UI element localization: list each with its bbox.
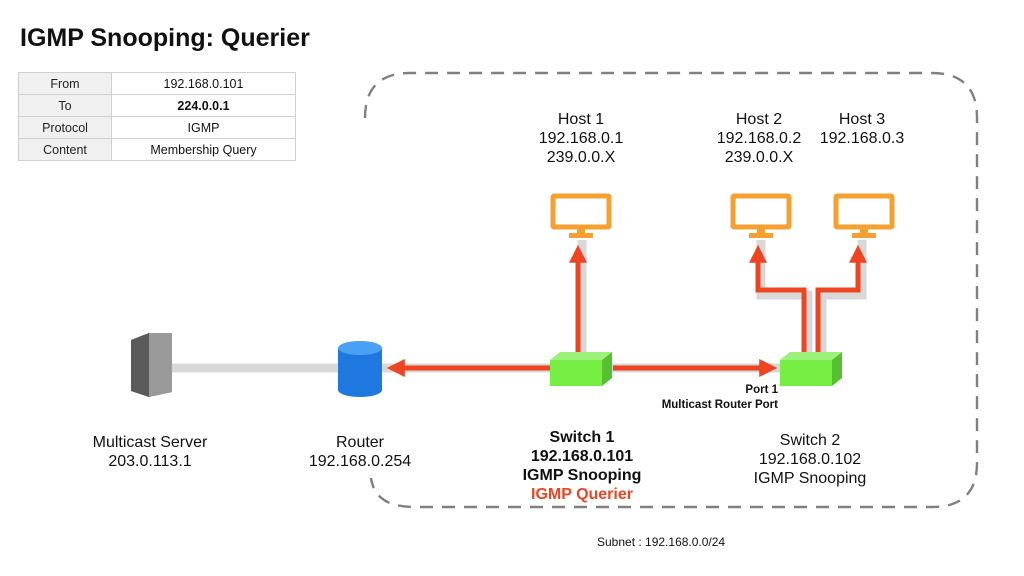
- subnet-label: Subnet : 192.168.0.0/24: [597, 535, 726, 549]
- query-arrow-to-host3: [815, 244, 867, 352]
- host2-monitor-icon: [730, 193, 792, 238]
- packet-info-table: From 192.168.0.101 To 224.0.0.1 Protocol…: [18, 72, 296, 161]
- host1-group: 239.0.0.X: [546, 149, 616, 166]
- switch1-role: IGMP Querier: [531, 486, 633, 503]
- multicast-server-ip: 203.0.113.1: [108, 453, 192, 470]
- table-row: From 192.168.0.101: [18, 72, 296, 95]
- switch1-ip: 192.168.0.101: [530, 448, 634, 465]
- table-row: Content Membership Query: [18, 138, 296, 161]
- switch2-host3-link: [817, 240, 867, 352]
- switch2-port-role: Multicast Router Port: [661, 399, 778, 411]
- page-title: IGMP Snooping: Querier: [20, 24, 310, 52]
- switch2-ip: 192.168.0.102: [758, 451, 862, 468]
- query-flow-arrows: [386, 244, 867, 377]
- multicast-server-label: Multicast Server 203.0.113.1: [70, 433, 230, 471]
- multicast-server-name: Multicast Server: [92, 434, 208, 451]
- packet-content-value: Membership Query: [111, 138, 296, 161]
- switch2-label: Switch 2 192.168.0.102 IGMP Snooping: [740, 431, 880, 488]
- router-icon: [338, 341, 382, 397]
- host2-ip: 192.168.0.2: [716, 130, 802, 147]
- packet-from-value: 192.168.0.101: [111, 72, 296, 95]
- switch2-feature: IGMP Snooping: [753, 470, 867, 487]
- host1-name: Host 1: [557, 111, 605, 128]
- host1-ip: 192.168.0.1: [538, 130, 624, 147]
- subnet-boundary: [363, 71, 979, 509]
- router-label: Router 192.168.0.254: [290, 433, 430, 471]
- router-name: Router: [335, 434, 385, 451]
- host3-monitor-icon: [833, 193, 895, 238]
- server-icon: [131, 333, 172, 397]
- host3-label: Host 3 192.168.0.3: [812, 110, 912, 148]
- table-row: Protocol IGMP: [18, 116, 296, 139]
- switch2-icon: [780, 352, 842, 386]
- packet-protocol-label: Protocol: [18, 116, 112, 139]
- switch2-port-number: Port 1: [745, 384, 778, 396]
- switch1-feature: IGMP Snooping: [522, 467, 642, 484]
- packet-protocol-value: IGMP: [111, 116, 296, 139]
- switch1-label: Switch 1 192.168.0.101 IGMP Snooping IGM…: [500, 428, 664, 504]
- switch1-name: Switch 1: [549, 429, 615, 446]
- host3-ip: 192.168.0.3: [819, 130, 905, 147]
- switch2-port-label: Port 1 Multicast Router Port: [600, 383, 778, 413]
- query-arrow-to-host2: [749, 244, 807, 352]
- host2-group: 239.0.0.X: [724, 149, 794, 166]
- switch2-host2-link: [756, 240, 813, 352]
- router-ip: 192.168.0.254: [308, 453, 412, 470]
- switch2-name: Switch 2: [779, 432, 841, 449]
- switch1-icon: [550, 352, 612, 386]
- host2-name: Host 2: [735, 111, 783, 128]
- host3-name: Host 3: [838, 111, 886, 128]
- host1-label: Host 1 192.168.0.1 239.0.0.X: [531, 110, 631, 167]
- packet-content-label: Content: [18, 138, 112, 161]
- host2-label: Host 2 192.168.0.2 239.0.0.X: [709, 110, 809, 167]
- host1-monitor-icon: [550, 193, 612, 238]
